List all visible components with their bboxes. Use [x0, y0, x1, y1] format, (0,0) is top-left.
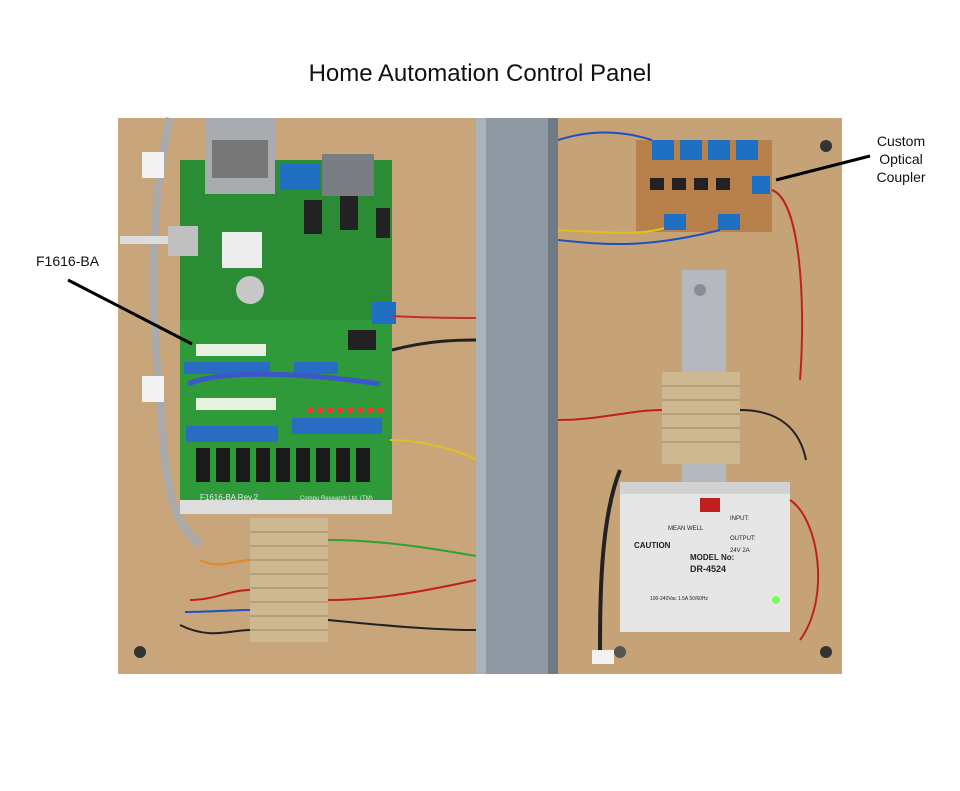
- psu-input-label: INPUT:: [730, 516, 749, 522]
- psu-caution: CAUTION: [634, 541, 671, 550]
- terminal-strip: [250, 518, 328, 642]
- relay-row: [196, 448, 370, 482]
- callout-coupler-line2: Optical: [879, 151, 923, 167]
- callout-coupler-label: Custom Optical Coupler: [862, 132, 940, 186]
- psu-input-value: 100-240Vac 1.5A 50/60Hz: [650, 596, 709, 602]
- wire-duct: [476, 118, 558, 674]
- psu-output-value: 24V 2A: [730, 548, 750, 554]
- psu-led-indicator: [772, 596, 780, 604]
- callout-pointer: [67, 278, 193, 346]
- psu-output-label: OUTPUT:: [730, 536, 756, 542]
- ethernet-jack: [168, 226, 198, 256]
- callout-coupler-line3: Coupler: [876, 169, 926, 185]
- page-title: Home Automation Control Panel: [308, 60, 652, 87]
- pcb-manufacturer: Compu Research Ltd. (TM): [300, 496, 373, 502]
- psu-brand: MEAN WELL: [668, 526, 704, 532]
- terminal-block: [662, 372, 740, 464]
- callout-pointer: [775, 154, 871, 182]
- pcb-silkscreen: F1616-BA Rev.2: [200, 493, 259, 502]
- psu-model: DR-4524: [690, 564, 726, 574]
- led-indicators: [307, 407, 383, 413]
- psu-model-label: MODEL No:: [690, 553, 734, 562]
- db9-connector: [322, 154, 374, 196]
- screw-icon: [134, 140, 832, 658]
- callout-coupler-line1: Custom: [876, 133, 926, 149]
- callout-board-label: F1616-BA: [36, 253, 100, 269]
